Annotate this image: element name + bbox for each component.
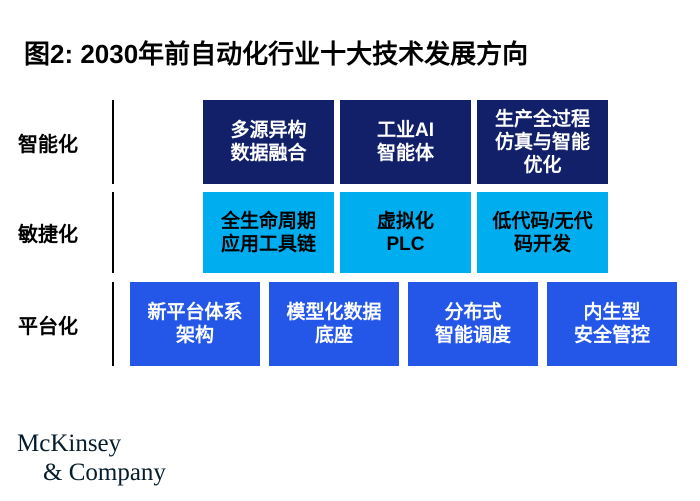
tech-box: 分布式 智能调度 [408, 282, 538, 366]
tech-box: 模型化数据 底座 [269, 282, 399, 366]
tech-box: 内生型 安全管控 [547, 282, 677, 366]
row-intelligence: 智能化 多源异构 数据融合 工业AI 智能体 生产全过程 仿真与智能 优化 [0, 100, 700, 184]
row-label-agility: 敏捷化 [18, 224, 78, 246]
row-platform: 平台化 新平台体系 架构 模型化数据 底座 分布式 智能调度 内生型 安全管控 [0, 282, 700, 366]
tech-box: 全生命周期 应用工具链 [203, 192, 334, 273]
logo-line2: & Company [43, 459, 166, 486]
tech-box: 多源异构 数据融合 [203, 100, 334, 184]
tech-box: 虚拟化 PLC [340, 192, 471, 273]
tech-box: 低代码/无代 码开发 [477, 192, 608, 273]
tech-box: 生产全过程 仿真与智能 优化 [477, 100, 608, 184]
tech-box: 工业AI 智能体 [340, 100, 471, 184]
row-label-intelligence: 智能化 [18, 133, 78, 156]
row-label-platform: 平台化 [18, 315, 78, 338]
tech-box: 新平台体系 架构 [130, 282, 260, 366]
row-agility: 敏捷化 全生命周期 应用工具链 虚拟化 PLC 低代码/无代 码开发 [0, 192, 700, 273]
figure-title: 图2: 2030年前自动化行业十大技术发展方向 [24, 39, 529, 69]
axis-line-segment [112, 100, 114, 184]
mckinsey-logo: McKinsey & Company [17, 429, 166, 487]
logo-line1: McKinsey [17, 430, 122, 457]
axis-line-segment [112, 282, 114, 366]
axis-line-segment [112, 192, 114, 273]
